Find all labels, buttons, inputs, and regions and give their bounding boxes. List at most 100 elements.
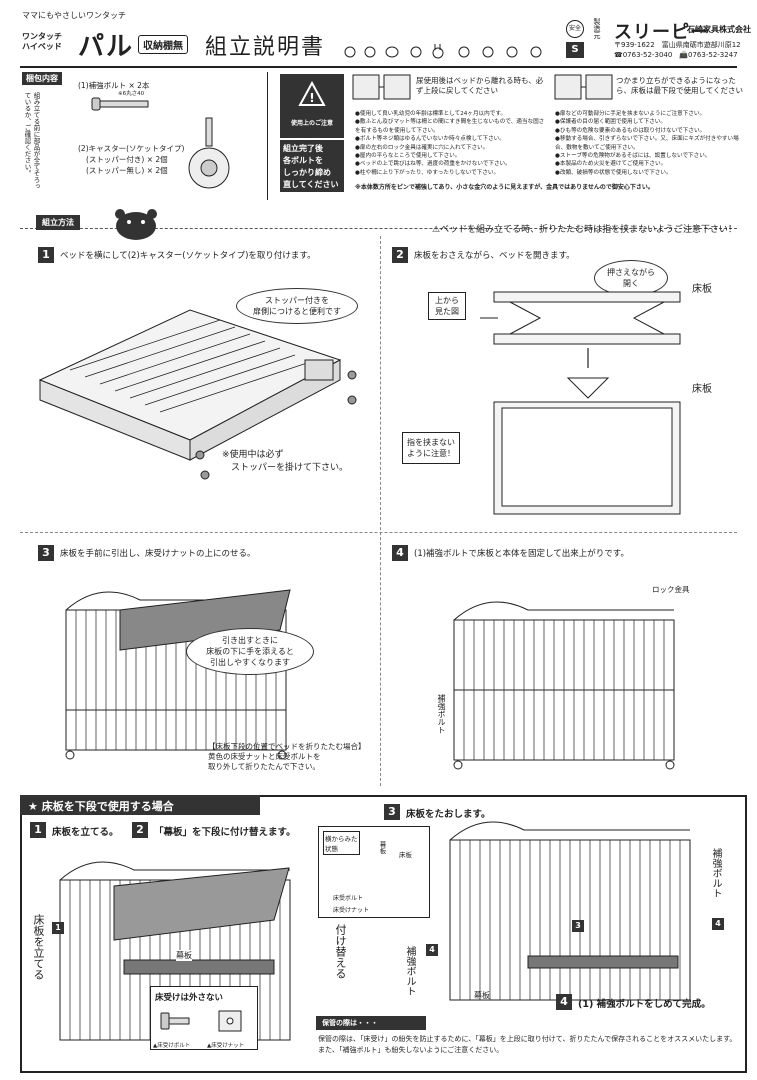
- marker-1: 1: [52, 922, 64, 934]
- notes-left: ●使用して良い乳幼児の年齢は標準として24ヶ月以内です。 ●敷ふとん及びマット等は…: [355, 110, 547, 177]
- high-bed-label: ハイベッド: [22, 42, 62, 51]
- crib-fold-illustration: [449, 821, 691, 1001]
- animals-icon: [344, 44, 542, 59]
- vertical-divider: [380, 236, 381, 786]
- caster-b-label: (ストッパー無し) × 2個: [86, 166, 168, 175]
- dont-remove-box: 床受けは外さない ▲床受けボルト ▲床受けナット: [150, 986, 258, 1050]
- caution-note: ●ストーブ等の危険物があるそばには、設置しないで下さい。: [555, 153, 711, 160]
- caution-note: ●敷ふとん及びマット等は柵との間にすき間を生じないもので、適当な固さを有するもの…: [355, 119, 545, 134]
- bolt-size: ※6丸さ40: [118, 91, 145, 97]
- side-yuka-label: 床板: [399, 851, 412, 859]
- step-1-number: 1: [38, 247, 54, 263]
- caster-label: (2)キャスター(ソケットタイプ): [78, 144, 185, 153]
- side-nut-label: 床受けナット: [333, 907, 370, 914]
- step-1-text: ベッドを横にして(2)キャスター(ソケットタイプ)を取り付けます。: [60, 251, 316, 261]
- bolt-part-icon: [160, 1012, 190, 1030]
- contents-note: 組み立てる前に部品が全てそろっているか、ご確認ください。: [23, 92, 40, 190]
- baby-bed-icon: [352, 74, 411, 100]
- step-3-text: 床板を手前に引出し、床受けナットの上にのせる。: [60, 549, 256, 559]
- step-3-note: 【床板下段の位置でベッドを折りたたむ場合】 黄色の床受ナットと床受ボルトを 取り…: [208, 742, 366, 771]
- crib-step4-illustration: [453, 601, 675, 770]
- side-bolt-label: 床受ボルト: [333, 895, 364, 902]
- crib-step3-illustration: [65, 589, 291, 760]
- marker-3: 3: [572, 920, 584, 932]
- pinch-callout: 指を挟まない ように注意！: [402, 432, 460, 464]
- header-divider: [20, 66, 737, 68]
- lower-step-1-number: 1: [30, 822, 46, 838]
- lower-step-1-text: 床板を立てる。: [52, 827, 119, 838]
- caution-note: ●扉などの可動部分に手足を挟まないようにご注意下さい。: [555, 111, 706, 117]
- bear-icon: [115, 209, 157, 240]
- bolt-part-label: ▲床受けボルト: [153, 1043, 191, 1049]
- warning-icon: !: [298, 80, 326, 106]
- caution-note: ●ボルト等ネジ類はゆるんでいないか時々点検して下さい。: [355, 136, 505, 143]
- bolt-icon: [91, 97, 149, 111]
- lower-step-4-number: 4: [556, 994, 572, 1010]
- step-4-text: (1)補強ボルトで床板と本体を固定して出来上がりです。: [414, 549, 629, 559]
- caution-note: ●使用して良い乳幼児の年齢は標準として24ヶ月以内です。: [355, 111, 506, 117]
- contents-divider: [267, 72, 268, 200]
- assembly-divider: [20, 228, 737, 229]
- caution-note: ●ひも等の危険な要素のあるものは取り付けないで下さい。: [555, 127, 706, 134]
- caster-icon: [188, 117, 230, 189]
- bolt-label: (1)補強ボルト × 2本: [78, 81, 150, 90]
- replace-text: を下段に付け替えます。: [192, 827, 296, 838]
- reinforce-bolt-label: 補強ボルト: [437, 694, 446, 734]
- footnote: ※本体数方所をピンで補強してあり、小さな金穴のように見えますが、金具ではありませ…: [355, 184, 654, 191]
- lock-fitting-label: ロック金具: [652, 585, 690, 594]
- caution-note: ●ベッドの上で跳びはね等、過度の荷重をかけないで下さい。: [355, 161, 511, 168]
- assembly-label: 組立方法: [36, 215, 80, 230]
- floorboard-label-1: 床板: [692, 284, 712, 295]
- marker-4: 4: [426, 944, 438, 956]
- storage-note: 保管の際は、「床受け」の紛失を防止するために、「幕板」を上段に取り付けて、折りた…: [318, 1035, 737, 1054]
- caution-msg-1: 尿使用後はベッドから離れる時も、必ず上段に戻してください: [416, 76, 544, 95]
- bolt-label-left: 補強ボルト: [404, 946, 415, 996]
- lower-usage-title: ★ 床板を下段で使用する場合: [20, 795, 260, 815]
- caution-note: ●改類、破損等の状態で使用しないで下さい。: [555, 169, 672, 176]
- step-4-number: 4: [392, 545, 408, 561]
- caution-note: ●屋内の平らなところで使用して下さい。: [355, 153, 461, 160]
- horizontal-divider: [20, 532, 737, 533]
- step-3-callout: 引き出すときに 床板の下に手を添えると 引出しやすくなります: [186, 628, 314, 675]
- svg-text:!: !: [309, 91, 314, 105]
- product-name: パル: [78, 32, 135, 62]
- side-view-label: 横からみた 状態: [323, 831, 360, 855]
- step-1-note: ※使用中は必ず ストッパーを掛けて下さい。: [222, 450, 349, 473]
- manufacturer-label: 製造元: [593, 18, 601, 39]
- press-callout: 押さえながら 開く: [594, 260, 668, 296]
- side-maku-label: 幕板: [378, 841, 386, 854]
- lower-step-3-number: 3: [384, 804, 400, 820]
- top-view-label: 上から 見た図: [428, 292, 466, 320]
- phone-fax: ☎0763-52-3040 📠0763-52-3247: [614, 51, 738, 59]
- makuita-label: 幕板: [176, 950, 192, 961]
- caution-note: ●扉の左右のロック金具は確実に穴に入れて下さい。: [355, 144, 489, 151]
- notes-right: ●扉などの可動部分に手足を挟まないようにご注意下さい。●保護者の目の届く範囲で使…: [555, 110, 745, 177]
- bed-open-diagram: [480, 291, 681, 515]
- one-touch-label: ワンタッチ: [22, 32, 62, 41]
- storage-label: 保管の際は・・・: [316, 1016, 426, 1030]
- lower-step-3-text: 床板をたおします。: [406, 809, 491, 820]
- caution-note: ●本製品のため火災を避けてご使用下さい。: [555, 161, 667, 168]
- dont-remove-label: 床受けは外さない: [155, 993, 224, 1003]
- lower-usage-section: [20, 795, 747, 1073]
- caster-a-label: (ストッパー付き) × 2個: [86, 155, 168, 164]
- contents-label: 梱包内容: [22, 72, 62, 85]
- lower-step-2-number: 2: [132, 822, 148, 838]
- makuita-label-2: 幕板: [474, 991, 490, 1000]
- safety-seal-icon: 安全: [566, 20, 584, 38]
- crib-lower-illustration: [59, 861, 291, 1041]
- caution-note: ●柱や柵に上り下がったり、ゆすったりしないで下さい。: [355, 169, 500, 176]
- step-2-text: 床板をおさえながら、ベッドを開きます。: [414, 251, 575, 261]
- standing-baby-icon: [554, 74, 613, 100]
- no-storage-badge: 収納棚無: [138, 35, 188, 54]
- step-2-number: 2: [392, 247, 408, 263]
- s-mark-icon: S: [566, 42, 584, 58]
- pinch-warning: ⚠ベッドを組み立てる時、折りたたむ時は指を挟まないようご注意下さい！: [432, 225, 737, 235]
- nut-part-label: ▲床受けナット: [207, 1043, 245, 1049]
- bolt-label-right: 補強ボルト: [710, 848, 721, 898]
- complete-notice: 組立完了後 各ボルトを しっかり締め 直してください: [280, 140, 344, 192]
- nut-part-icon: [218, 1010, 242, 1032]
- caution-label: 使用上のご注意: [290, 120, 333, 127]
- lower-step-2-text: 「幕板」を下段に付け替えます。: [154, 824, 296, 838]
- replace-label: 付け替える: [334, 924, 347, 979]
